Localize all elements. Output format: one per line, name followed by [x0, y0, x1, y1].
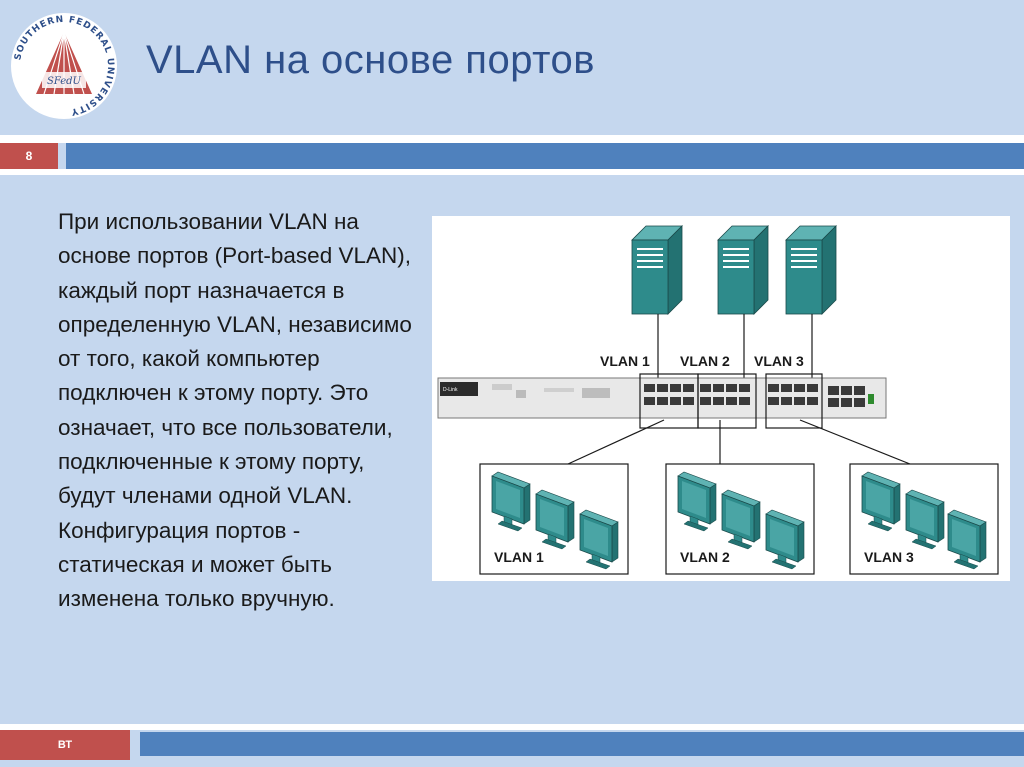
- group-vlan-label: VLAN 3: [864, 549, 914, 565]
- switch-vlan-label: VLAN 2: [680, 353, 730, 369]
- vlan-diagram: VLAN 1 VLAN 2 VLAN 3 D-Link: [432, 216, 1010, 581]
- body-paragraph: При использовании VLAN на основе портов …: [58, 209, 412, 612]
- group-links: [567, 419, 911, 465]
- computer-group: VLAN 1: [479, 463, 629, 575]
- top-accent-bar: [66, 143, 1024, 169]
- header-area: [0, 0, 1024, 135]
- university-logo: SOUTHERN FEDERAL UNIVERSITY SFedU: [8, 10, 120, 122]
- switch-vlan-label: VLAN 1: [600, 353, 650, 369]
- switch-brand-text: D-Link: [443, 387, 458, 393]
- footer-label: ВТ: [0, 730, 130, 760]
- switch-vlan-groups: [639, 373, 823, 429]
- computer-group: VLAN 3: [849, 463, 999, 575]
- server-icon: [717, 225, 769, 315]
- network-switch: D-Link: [437, 377, 887, 419]
- bottom-accent-bar: [140, 732, 1024, 756]
- server-icon: [631, 225, 683, 315]
- divider: [0, 169, 1024, 175]
- logo-emblem-icon: [36, 31, 92, 95]
- logo-center-text: SFedU: [47, 76, 82, 87]
- group-vlan-label: VLAN 2: [680, 549, 730, 565]
- server-icon: [785, 225, 837, 315]
- server-links: [657, 314, 813, 386]
- switch-vlan-label: VLAN 3: [754, 353, 804, 369]
- group-vlan-label: VLAN 1: [494, 549, 544, 565]
- slide-number: 8: [0, 143, 58, 169]
- divider: [0, 724, 1024, 730]
- computer-group: VLAN 2: [665, 463, 815, 575]
- slide-title: VLAN на основе портов: [146, 38, 595, 82]
- divider: [0, 135, 1024, 143]
